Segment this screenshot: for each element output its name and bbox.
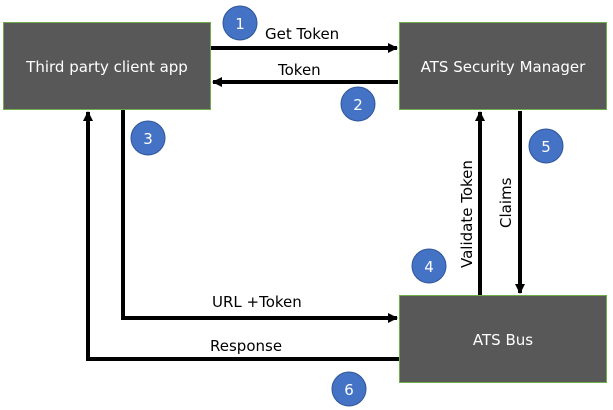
svg-text:3: 3 <box>143 130 153 148</box>
svg-text:1: 1 <box>235 15 245 33</box>
svg-text:4: 4 <box>424 258 434 276</box>
client-box <box>3 22 211 110</box>
svg-text:6: 6 <box>344 381 354 399</box>
arrow-response <box>83 111 399 361</box>
bus-box <box>399 295 607 383</box>
label-token: Token <box>277 61 321 79</box>
label-response: Response <box>210 337 282 355</box>
node-bus: ATS Bus <box>399 295 607 383</box>
security-manager-label: ATS Security Manager <box>421 58 586 76</box>
label-get-token: Get Token <box>265 25 339 43</box>
bus-label: ATS Bus <box>473 331 533 349</box>
step-badge-5: 5 <box>528 128 564 164</box>
step-badge-6: 6 <box>331 371 367 407</box>
step-badge-4: 4 <box>411 248 447 284</box>
step-badge-1: 1 <box>222 5 258 41</box>
arrow-url-token <box>121 110 398 323</box>
client-label: Third party client app <box>25 58 188 76</box>
step-badge-3: 3 <box>130 120 166 156</box>
step-badge-2: 2 <box>340 86 376 122</box>
label-url-token: URL +Token <box>212 293 302 311</box>
node-security-manager: ATS Security Manager <box>399 22 607 110</box>
label-validate-token: Validate Token <box>458 160 476 268</box>
node-client: Third party client app <box>3 22 211 110</box>
svg-text:5: 5 <box>541 138 551 156</box>
svg-text:2: 2 <box>353 96 363 114</box>
label-claims: Claims <box>497 177 515 228</box>
security-manager-box <box>399 22 607 110</box>
